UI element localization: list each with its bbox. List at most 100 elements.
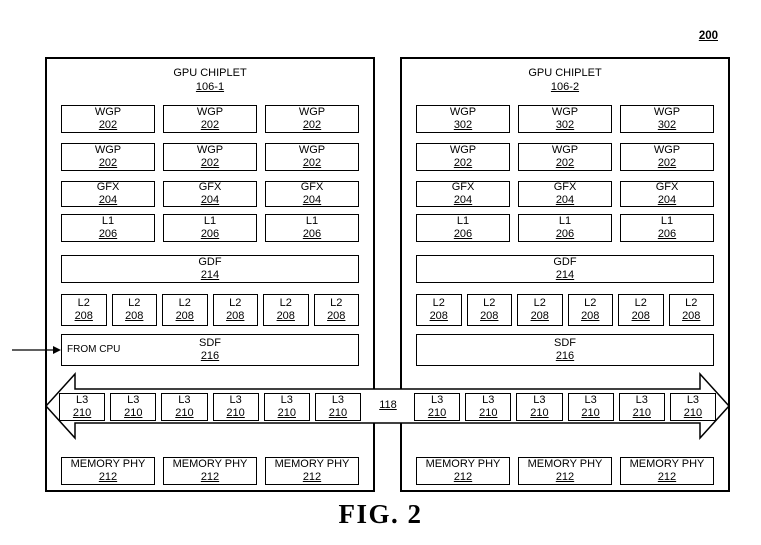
block-label: L3: [430, 394, 444, 407]
block-ref: 208: [581, 310, 600, 322]
block-ref: 206: [98, 228, 118, 240]
block-ref: 202: [302, 157, 322, 169]
block-label: WGP: [298, 106, 326, 119]
block-label: WGP: [653, 144, 681, 157]
block-gdf: GDF 214: [61, 255, 359, 283]
block-sdf: FROM CPU SDF 216: [61, 334, 359, 366]
block-label: L3: [533, 394, 546, 407]
block-ref: 216: [555, 350, 575, 362]
block-label: L2: [685, 297, 698, 310]
block-ref: 208: [125, 310, 144, 322]
block-label: GDF: [198, 256, 222, 269]
figure-ref-number: 200: [698, 30, 718, 42]
block-ref: 208: [631, 310, 650, 322]
block-label: SDF: [554, 337, 576, 350]
block-label: L2: [229, 297, 242, 310]
block-label: L2: [432, 297, 445, 310]
chiplet-2-title: GPU CHIPLET 106-2: [402, 66, 728, 95]
block-label: L3: [75, 394, 89, 407]
block-label: L1: [101, 215, 115, 228]
block-ref: 210: [226, 407, 245, 419]
chiplet-1-title: GPU CHIPLET 106-1: [47, 66, 373, 95]
block-ref: 208: [530, 310, 549, 322]
block-label: GFX: [198, 181, 222, 194]
block-ref: 208: [480, 310, 499, 322]
block-ref: 202: [302, 119, 322, 131]
block-ref: 206: [302, 228, 322, 240]
block-label: WGP: [298, 144, 326, 157]
block-ref: 212: [98, 471, 118, 483]
block-ref: 210: [277, 407, 296, 419]
block-label: GFX: [96, 181, 120, 194]
block-ref: 214: [200, 269, 220, 281]
sdf-row: SDF 216: [416, 334, 714, 366]
block-label: GFX: [300, 181, 324, 194]
block-label: WGP: [551, 144, 579, 157]
block-label: L3: [127, 394, 140, 407]
chiplet-2-title-text: GPU CHIPLET: [528, 67, 602, 79]
block-sdf: SDF 216: [416, 334, 714, 366]
block-ref: 202: [657, 157, 677, 169]
block-label: MEMORY PHY: [629, 458, 705, 471]
block-label: WGP: [196, 144, 224, 157]
block-ref: 212: [453, 471, 473, 483]
block-label: L2: [533, 297, 546, 310]
block-ref: 210: [581, 407, 600, 419]
chiplet-1-ref: 106-1: [195, 81, 225, 94]
block-ref: 212: [200, 471, 220, 483]
block-label: WGP: [551, 106, 579, 119]
block-label: L1: [660, 215, 674, 228]
block-label: WGP: [94, 106, 122, 119]
block-ref: 210: [530, 407, 549, 419]
block-label: L3: [331, 394, 345, 407]
block-ref: 202: [200, 157, 220, 169]
gdf-row: GDF 214: [61, 255, 359, 283]
block-label: MEMORY PHY: [172, 458, 248, 471]
block-ref: 202: [453, 157, 473, 169]
block-label: WGP: [196, 106, 224, 119]
block-ref: 204: [302, 194, 322, 206]
block-ref: 206: [453, 228, 473, 240]
block-label: L2: [77, 297, 90, 310]
block-ref: 208: [74, 310, 93, 322]
block-ref: 210: [72, 407, 92, 419]
block-label: GFX: [655, 181, 679, 194]
block-ref: 210: [479, 407, 498, 419]
block-ref: 210: [124, 407, 143, 419]
block-label: L3: [635, 394, 648, 407]
block-label: L3: [178, 394, 191, 407]
